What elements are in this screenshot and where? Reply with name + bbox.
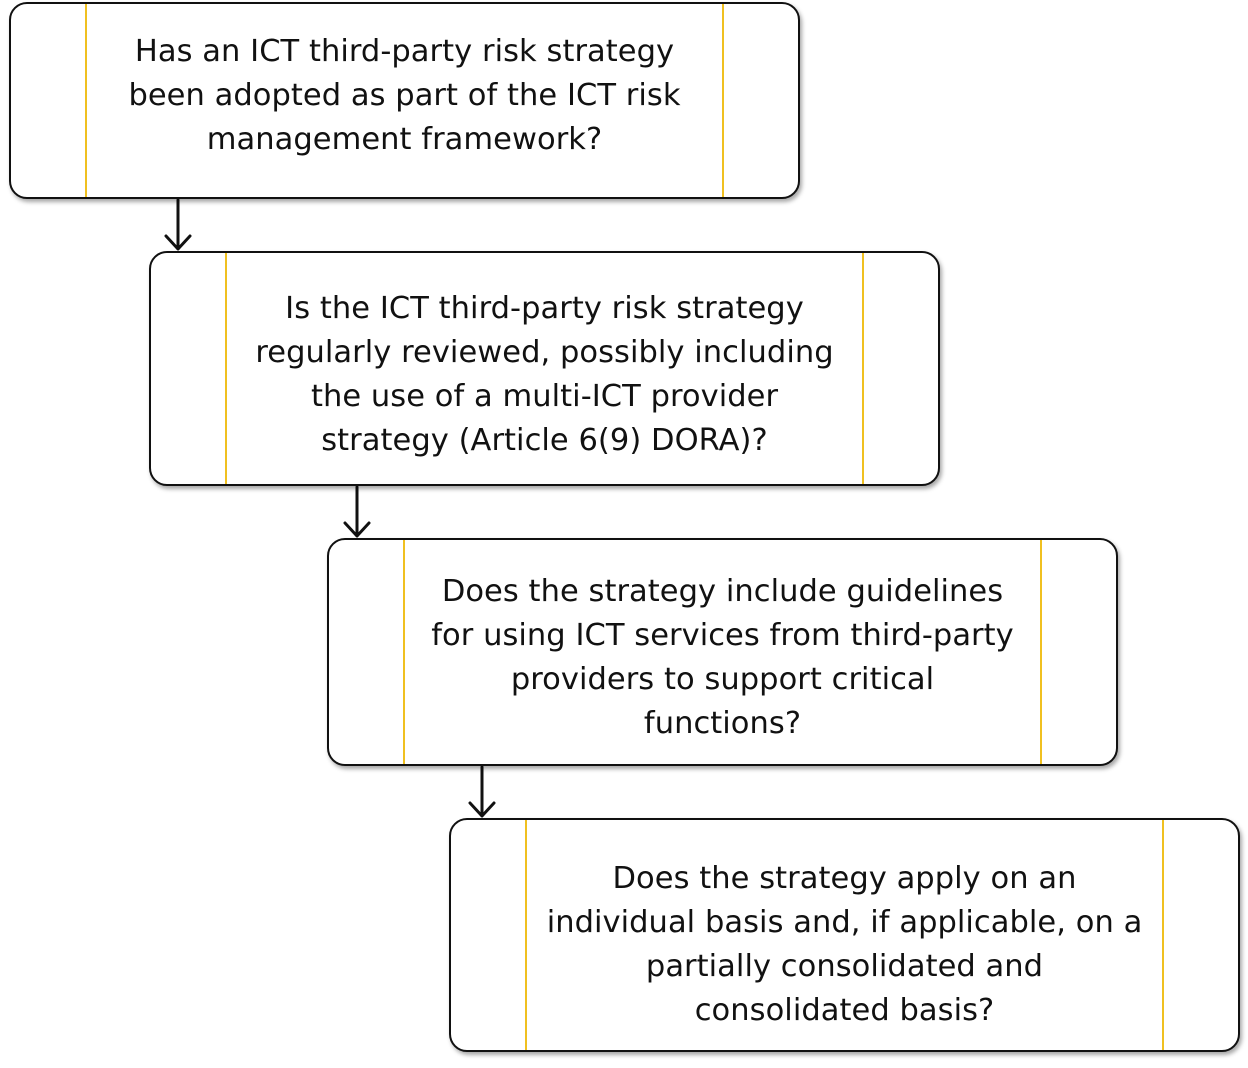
step-2-line: Is the ICT third-party risk strategy bbox=[285, 290, 804, 326]
step-box-3: Does the strategy include guidelines for… bbox=[327, 538, 1118, 766]
step-2-line: strategy (Article 6(9) DORA)? bbox=[321, 422, 768, 458]
step-2-line: the use of a multi-ICT provider bbox=[310, 378, 779, 414]
arrow-step3-to-step4 bbox=[468, 765, 496, 818]
arrow-step1-to-step2 bbox=[164, 198, 192, 251]
step-4-line: consolidated basis? bbox=[694, 993, 995, 1028]
accent-stripe-left bbox=[85, 4, 87, 197]
accent-stripe-left bbox=[225, 253, 227, 484]
accent-stripe-right bbox=[1162, 820, 1164, 1050]
step-4-line: individual basis and, if applicable, on … bbox=[546, 905, 1143, 940]
accent-stripe-left bbox=[403, 540, 405, 764]
step-1-line: Has an ICT third-party risk strategy bbox=[134, 33, 675, 69]
step-3-line: Does the strategy include guidelines bbox=[441, 574, 1004, 609]
step-2-line: regularly reviewed, possibly including bbox=[255, 334, 834, 370]
arrow-step2-to-step3 bbox=[343, 485, 371, 538]
accent-stripe-right bbox=[722, 4, 724, 197]
step-1-line: been adopted as part of the ICT risk bbox=[128, 77, 681, 113]
step-text-1: Has an ICT third-party risk strategy bee… bbox=[87, 4, 722, 197]
step-box-4: Does the strategy apply on an individual… bbox=[449, 818, 1240, 1052]
accent-stripe-right bbox=[1040, 540, 1042, 764]
step-1-line: management framework? bbox=[206, 121, 603, 157]
step-text-2: Is the ICT third-party risk strategy reg… bbox=[227, 253, 862, 484]
step-box-2: Is the ICT third-party risk strategy reg… bbox=[149, 251, 940, 486]
step-3-line: for using ICT services from third-party bbox=[431, 618, 1014, 653]
step-3-line: functions? bbox=[643, 706, 802, 741]
step-text-4: Does the strategy apply on an individual… bbox=[527, 820, 1162, 1050]
step-box-1: Has an ICT third-party risk strategy bee… bbox=[9, 2, 800, 199]
step-3-line: providers to support critical bbox=[510, 662, 935, 697]
step-4-line: partially consolidated and bbox=[645, 949, 1044, 984]
accent-stripe-right bbox=[862, 253, 864, 484]
step-4-line: Does the strategy apply on an bbox=[612, 861, 1077, 896]
step-text-3: Does the strategy include guidelines for… bbox=[405, 540, 1040, 764]
accent-stripe-left bbox=[525, 820, 527, 1050]
